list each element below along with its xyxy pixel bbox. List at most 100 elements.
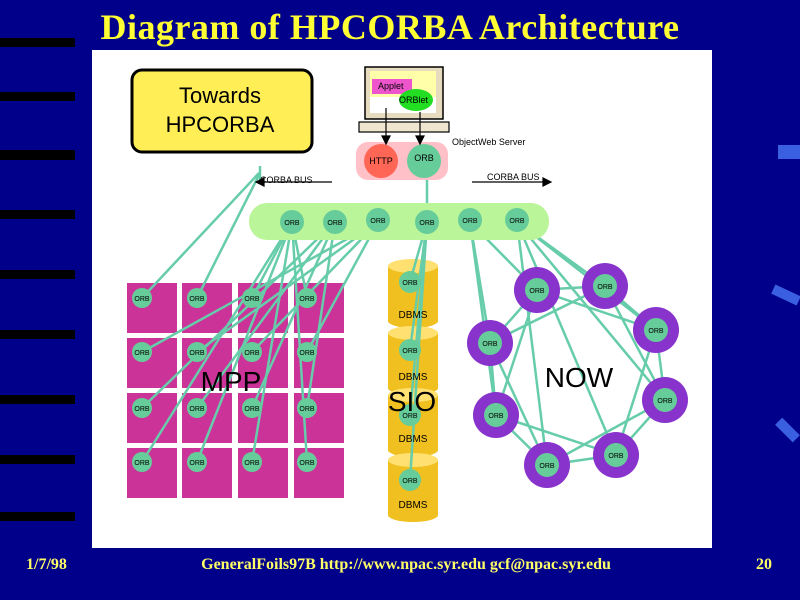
server-box: Applet ORBlet ObjectWeb Server HTTP ORB <box>356 66 525 180</box>
orb-node-label: ORB <box>134 296 150 303</box>
towards-box: Towards HPCORBA <box>130 68 314 154</box>
orb-node-label: ORB <box>402 413 418 420</box>
dbms-label: DBMS <box>399 434 428 445</box>
orb-node: ORB <box>297 288 317 308</box>
dbms-label: DBMS <box>399 372 428 383</box>
applet-label: Applet <box>378 81 404 91</box>
towards-line1: Towards <box>179 83 261 108</box>
orb-node: ORB <box>297 452 317 472</box>
bus-links <box>140 160 666 481</box>
stripe <box>0 395 75 404</box>
stripe <box>0 512 75 521</box>
orb-node: ORB <box>187 342 207 362</box>
orb-node-label: ORB <box>189 350 205 357</box>
orb-node-label: ORB <box>189 406 205 413</box>
orb-node-label: ORB <box>657 398 673 405</box>
orb-node-label: ORB <box>189 460 205 467</box>
corba-bus-right-label: CORBA BUS <box>487 172 540 182</box>
stripe <box>0 92 75 101</box>
orb-node-label: ORB <box>244 350 260 357</box>
orb-node: ORB <box>604 443 628 467</box>
orb-node: ORB <box>478 331 502 355</box>
footer-page-number: 20 <box>756 556 772 573</box>
dbms-labels: DBMS DBMS DBMS DBMS <box>399 310 428 511</box>
orb-node-label: ORB <box>402 348 418 355</box>
orb-node: ORB <box>242 398 262 418</box>
orb-node-label: ORB <box>134 406 150 413</box>
http-label: HTTP <box>369 156 393 166</box>
stripe <box>0 210 75 219</box>
orb-node-label: ORB <box>608 453 624 460</box>
orb-node-label: ORB <box>488 413 504 420</box>
orb-node: ORB <box>187 452 207 472</box>
orb-node: ORB <box>132 288 152 308</box>
objectweb-server-label: ObjectWeb Server <box>452 137 525 147</box>
orb-node: ORB <box>399 404 421 426</box>
orb-node: ORB <box>644 318 668 342</box>
stripe <box>0 150 75 160</box>
orb-node: ORB <box>653 388 677 412</box>
orb-node: ORB <box>132 398 152 418</box>
orb-node: ORB <box>132 342 152 362</box>
stripe <box>0 455 75 464</box>
orb-node-label: ORB <box>597 284 613 291</box>
stripe <box>0 270 75 279</box>
orb-node: ORB <box>132 452 152 472</box>
orb-node: ORB <box>525 278 549 302</box>
orb-node-label: ORB <box>402 280 418 287</box>
dbms-label: DBMS <box>399 500 428 511</box>
now-label: NOW <box>545 362 614 393</box>
decorative-slash <box>778 145 800 159</box>
orb-node-label: ORB <box>648 328 664 335</box>
orb-node: ORB <box>415 210 439 234</box>
orb-node-label: ORB <box>370 218 386 225</box>
orb-node-label: ORB <box>189 296 205 303</box>
orb-node: ORB <box>242 288 262 308</box>
sio-label: SIO <box>388 386 436 417</box>
orb-node-label: ORB <box>244 406 260 413</box>
orb-node: ORB <box>280 210 304 234</box>
orb-node: ORB <box>297 398 317 418</box>
orblet-label: ORBlet <box>399 95 429 105</box>
towards-line2: HPCORBA <box>166 112 275 137</box>
orb-node-label: ORB <box>134 350 150 357</box>
architecture-diagram: CORBA BUS CORBA BUS Applet ORBlet Object… <box>92 50 712 548</box>
orb-node-label: ORB <box>482 341 498 348</box>
orb-node-label: ORB <box>134 460 150 467</box>
server-orb-label: ORB <box>414 153 434 163</box>
architecture-diagram-svg: CORBA BUS CORBA BUS Applet ORBlet Object… <box>127 66 688 522</box>
orb-node-label: ORB <box>402 478 418 485</box>
orb-node: ORB <box>593 274 617 298</box>
orb-node-label: ORB <box>299 296 315 303</box>
orb-nodes: ORB ORB ORB ORB ORB ORB ORB ORB ORB ORB ORB ORB ORB O… <box>132 208 688 491</box>
decorative-slash <box>771 284 800 306</box>
orb-node-label: ORB <box>299 406 315 413</box>
stripe <box>0 38 75 47</box>
footer-date: 1/7/98 <box>26 556 67 573</box>
orb-node: ORB <box>505 208 529 232</box>
dbms-label: DBMS <box>399 310 428 321</box>
orb-node: ORB <box>323 210 347 234</box>
orb-node-label: ORB <box>539 463 555 470</box>
orb-node: ORB <box>242 342 262 362</box>
orb-node: ORB <box>484 403 508 427</box>
footer-center: GeneralFoils97B http://www.npac.syr.edu … <box>201 556 611 573</box>
orb-node: ORB <box>399 469 421 491</box>
orb-node: ORB <box>366 208 390 232</box>
orb-node: ORB <box>297 342 317 362</box>
decorative-slash <box>775 417 800 443</box>
orb-node: ORB <box>399 271 421 293</box>
mpp-label: MPP <box>201 366 262 397</box>
stripe <box>0 330 75 339</box>
orb-node-label: ORB <box>284 220 300 227</box>
orb-node-label: ORB <box>419 220 435 227</box>
orb-node: ORB <box>242 452 262 472</box>
orb-node-label: ORB <box>299 460 315 467</box>
orb-node: ORB <box>187 398 207 418</box>
orb-node-label: ORB <box>244 460 260 467</box>
orb-node-label: ORB <box>509 218 525 225</box>
orb-node-label: ORB <box>299 350 315 357</box>
orb-node: ORB <box>535 453 559 477</box>
orb-node: ORB <box>187 288 207 308</box>
orb-node-label: ORB <box>529 288 545 295</box>
